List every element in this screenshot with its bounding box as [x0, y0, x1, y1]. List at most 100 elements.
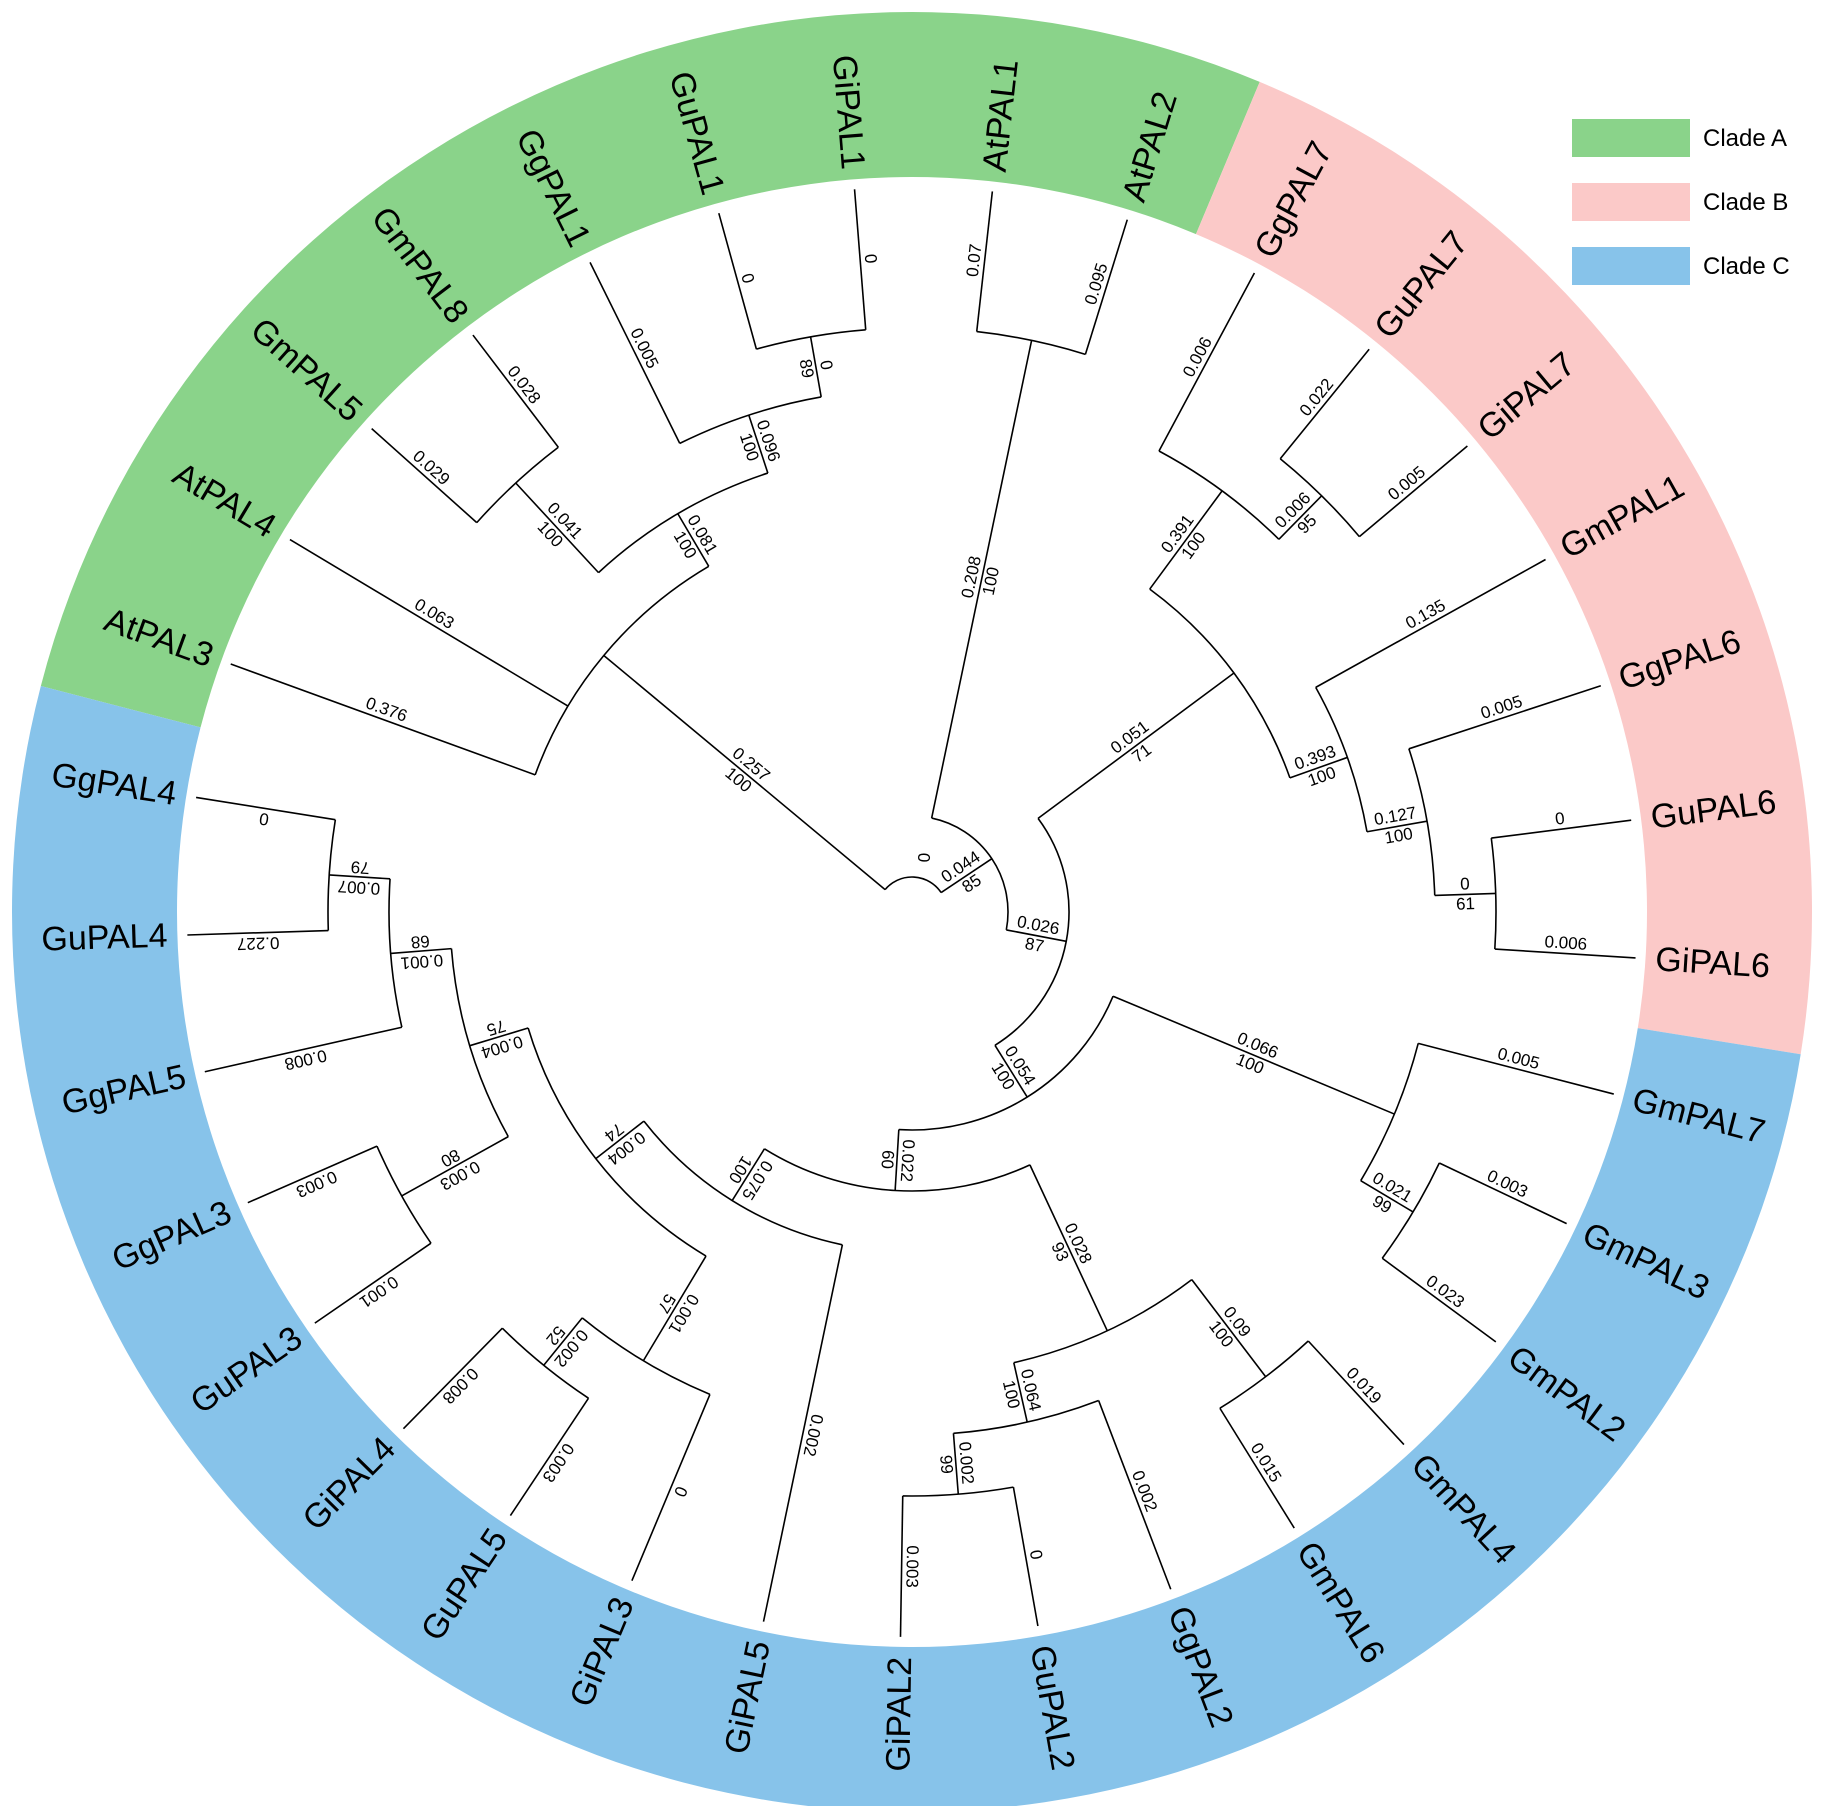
- legend-label-clade-b: Clade B: [1703, 189, 1788, 216]
- branch-45: [994, 1044, 1028, 1098]
- branch-7: [515, 482, 600, 574]
- branch-length-label: 0: [816, 359, 836, 372]
- branch-87: [390, 947, 452, 955]
- branch-arc-73: [527, 1027, 707, 1257]
- branch-22: [975, 191, 994, 332]
- branch-30: [1158, 272, 1256, 452]
- branch-arc-0: [884, 876, 942, 894]
- branch-length-label: 0: [737, 271, 758, 285]
- leaf-gipal1: GiPAL1: [825, 54, 872, 171]
- branch-arc-12: [679, 396, 822, 445]
- branch-length-label: 0.028: [504, 362, 545, 407]
- branch-11: [748, 414, 769, 474]
- branch-61: [1219, 1407, 1295, 1529]
- branch-arc-78: [501, 1327, 589, 1399]
- branch-arc-55: [764, 1148, 1031, 1192]
- branch-34: [1358, 445, 1468, 538]
- tree-branches: [187, 189, 1636, 1637]
- branch-arc-57: [1013, 1279, 1193, 1364]
- bootstrap-label: 100: [1383, 824, 1414, 848]
- branch-86: [247, 1145, 378, 1204]
- branch-arc-88: [388, 878, 403, 1028]
- bootstrap-label: 79: [350, 857, 370, 877]
- bootstrap-label: 68: [410, 931, 430, 951]
- branch-length-label: 0.002: [800, 1413, 827, 1459]
- branch-49: [1418, 1042, 1614, 1095]
- branch-58: [1191, 1279, 1267, 1378]
- branch-14: [809, 336, 822, 398]
- branch-arc-66: [902, 1486, 1014, 1497]
- branch-90: [329, 874, 391, 880]
- branch-56: [1029, 1164, 1108, 1332]
- bootstrap-label: 99: [936, 1454, 956, 1474]
- branch-69: [731, 1148, 766, 1201]
- branch-60: [1307, 1340, 1405, 1446]
- branch-length-label: 0: [670, 1484, 691, 1500]
- branch-44: [1494, 948, 1636, 959]
- leaf-gupal4: GuPAL4: [41, 917, 168, 959]
- branch-79: [509, 1397, 590, 1517]
- branch-50: [1360, 1179, 1414, 1213]
- branch-length-label: 0.002: [955, 1441, 977, 1485]
- branch-length-label: 0.001: [356, 1272, 402, 1312]
- branch-arc-70: [643, 1120, 843, 1246]
- branch-41: [1434, 892, 1496, 897]
- branch-arc-48: [1360, 1043, 1420, 1182]
- branch-length-label: 0: [861, 253, 881, 264]
- branch-length-label: 0.063: [411, 595, 457, 633]
- branch-arc-25: [994, 817, 1070, 1046]
- branch-length-label: 0.022: [897, 1139, 919, 1183]
- branch-85: [314, 1242, 432, 1324]
- branch-arc-29: [1158, 450, 1280, 540]
- branch-arc-82: [450, 948, 509, 1138]
- bootstrap-label: 75: [484, 1016, 508, 1040]
- branch-arc-19: [931, 817, 1009, 931]
- branch-24: [1006, 929, 1067, 943]
- clade-band-c: [11, 685, 1801, 1806]
- legend: Clade A Clade B Clade C: [1572, 119, 1790, 285]
- branch-length-label: 0.006: [1544, 932, 1588, 954]
- branch-arc-63: [953, 1399, 1099, 1435]
- branch-arc-15: [756, 329, 866, 350]
- branch-length-label: 0.008: [283, 1046, 329, 1074]
- branch-arc-6: [597, 472, 769, 574]
- branch-length-label: 0.227: [237, 933, 280, 953]
- branch-3: [230, 663, 536, 776]
- branch-arc-21: [976, 330, 1086, 356]
- leaf-gipal2: GiPAL2: [879, 1657, 919, 1772]
- branch-43: [1491, 819, 1632, 839]
- branch-arc-36: [1315, 686, 1368, 832]
- branch-20: [930, 340, 1033, 819]
- branch-arc-84: [376, 1145, 432, 1244]
- branch-length-label: 0.135: [1402, 596, 1448, 633]
- branch-17: [853, 189, 867, 330]
- branch-31: [1278, 495, 1323, 540]
- branch-89: [204, 1026, 403, 1073]
- bootstrap-label: 87: [1023, 934, 1045, 956]
- branch-length-label: 0.001: [400, 950, 444, 972]
- branch-length-label: 0.003: [902, 1545, 922, 1588]
- branch-65: [952, 1433, 960, 1495]
- branch-54: [894, 1129, 900, 1191]
- branch-length-label: 0: [1460, 874, 1470, 893]
- branch-1: [603, 654, 886, 891]
- branch-labels: 00.2571000.3760.0630.0811000.0411000.029…: [237, 243, 1588, 1588]
- branch-67: [1012, 1486, 1039, 1627]
- branch-81: [469, 1027, 529, 1047]
- clade-ring: [11, 11, 1812, 1806]
- branch-80: [402, 1327, 503, 1430]
- leaf-gipal6: GiPAL6: [1654, 940, 1771, 985]
- branch-93: [195, 796, 336, 821]
- bootstrap-label: 89: [796, 358, 818, 380]
- branch-arc-46: [898, 995, 1114, 1131]
- branch-arc-39: [1408, 748, 1436, 896]
- branch-37: [1315, 558, 1546, 689]
- bootstrap-label: 61: [1456, 894, 1476, 914]
- bootstrap-label: 60: [877, 1149, 897, 1169]
- branch-arc-32: [1279, 458, 1360, 538]
- branch-64: [1097, 1400, 1172, 1590]
- branch-53: [1381, 1257, 1497, 1343]
- branch-33: [1279, 348, 1370, 460]
- branch-arc-59: [1219, 1340, 1309, 1409]
- branch-40: [1408, 685, 1602, 750]
